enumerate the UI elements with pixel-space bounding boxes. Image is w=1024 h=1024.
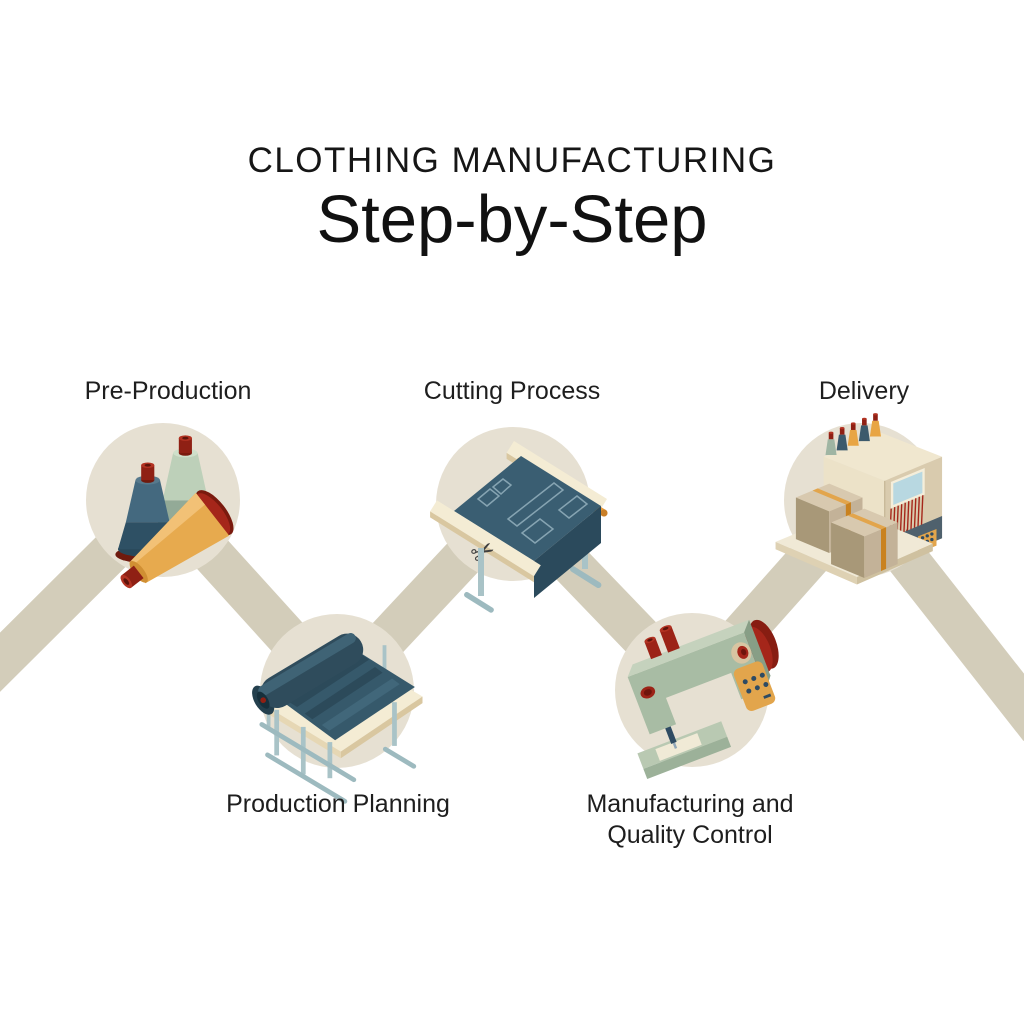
bobbin-port [640, 686, 656, 699]
cutting-table-icon: ✂ [430, 441, 608, 613]
step-node-pre-production [86, 423, 240, 589]
machine-screen [890, 468, 925, 509]
front-table-board [430, 500, 541, 583]
cardboard-box-front [831, 508, 898, 578]
page-title: Step-by-Step [316, 182, 708, 257]
control-pad [733, 661, 776, 711]
step-node-delivery [775, 413, 943, 585]
step-label-pre-production: Pre-Production [84, 377, 252, 405]
fabric-drape [534, 506, 601, 598]
pattern-outlines [476, 478, 589, 544]
machine-thread-cones [825, 413, 881, 455]
step-label-cutting-process: Cutting Process [423, 377, 601, 405]
needle [664, 723, 678, 749]
thread-cones-icon [115, 435, 234, 589]
title-eyebrow: CLOTHING MANUFACTURING [247, 141, 777, 180]
step-node-production-planning [252, 614, 423, 804]
pattern-fabric-top [454, 456, 601, 561]
fabric-roll [252, 632, 364, 715]
packing-machine-boxes-icon [775, 413, 943, 585]
step-node-manufacturing-qc [615, 613, 779, 780]
table-leg-front [464, 548, 494, 613]
step-node-cutting-process: ✂ [430, 427, 608, 613]
fabric-spreading-table-icon [252, 632, 423, 804]
machine-base [637, 721, 732, 780]
sewing-machine-icon [627, 619, 779, 780]
step-label-manufacturing-qc: Manufacturing and Quality Control [586, 790, 794, 849]
table-frame-legs [259, 702, 417, 804]
step-label-delivery: Delivery [818, 377, 910, 405]
fabric-sheet [278, 649, 415, 741]
thread-spools [644, 625, 680, 660]
tension-knob [731, 642, 752, 664]
step-label-production-planning: Production Planning [226, 790, 450, 818]
orange-thread-cone [120, 490, 234, 589]
